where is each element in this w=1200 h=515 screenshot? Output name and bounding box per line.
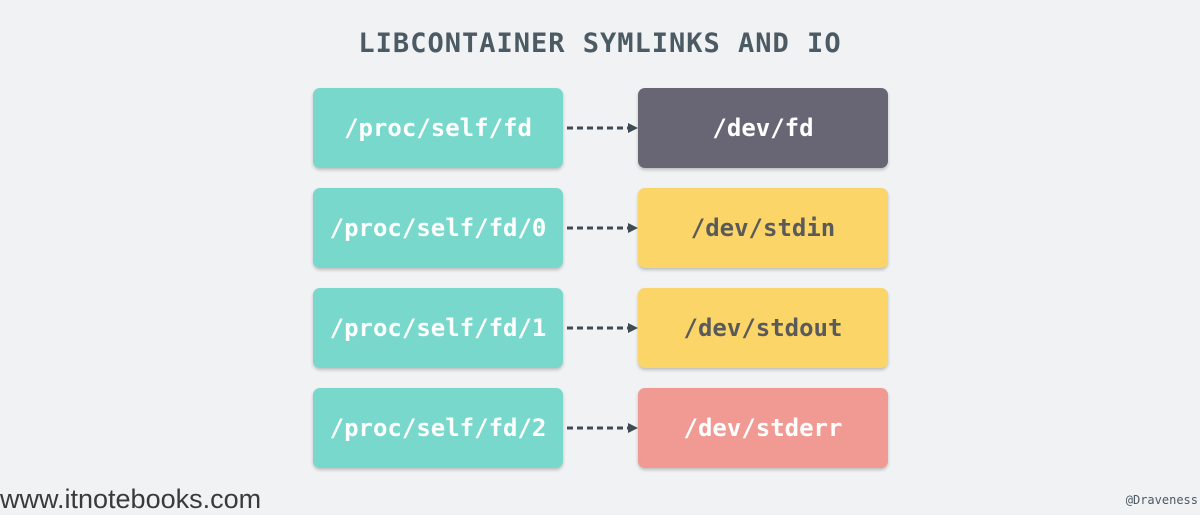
source-box-proc-self-fd-0: /proc/self/fd/0: [313, 188, 563, 268]
source-box-proc-self-fd-1: /proc/self/fd/1: [313, 288, 563, 368]
diagram-title: LIBCONTAINER SYMLINKS AND IO: [358, 28, 842, 59]
target-box-dev-stdout: /dev/stdout: [638, 288, 888, 368]
source-box-proc-self-fd-2: /proc/self/fd/2: [313, 388, 563, 468]
site-watermark: www.itnotebooks.com: [0, 484, 262, 514]
source-box-proc-self-fd: /proc/self/fd: [313, 88, 563, 168]
target-box-dev-stderr: /dev/stderr: [638, 388, 888, 468]
target-box-dev-fd: /dev/fd: [638, 88, 888, 168]
author-credit: @Draveness: [1125, 493, 1198, 507]
target-box-dev-stdin: /dev/stdin: [638, 188, 888, 268]
